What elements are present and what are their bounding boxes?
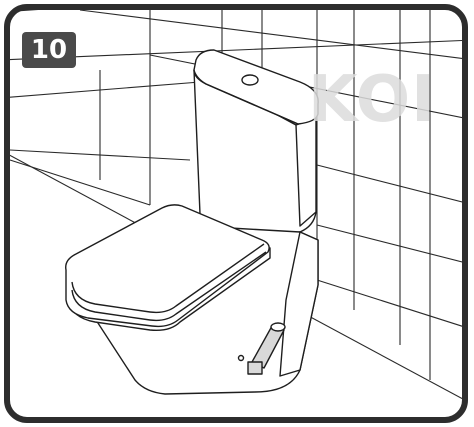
bowl-right-side xyxy=(279,231,319,377)
cistern-right-side xyxy=(295,117,317,227)
fixing-hole xyxy=(237,354,245,362)
frame-border xyxy=(4,4,468,423)
flush-button xyxy=(241,74,259,86)
seat-lid xyxy=(65,204,270,328)
toilet xyxy=(65,49,319,395)
step-number-badge: 10 xyxy=(22,32,76,68)
